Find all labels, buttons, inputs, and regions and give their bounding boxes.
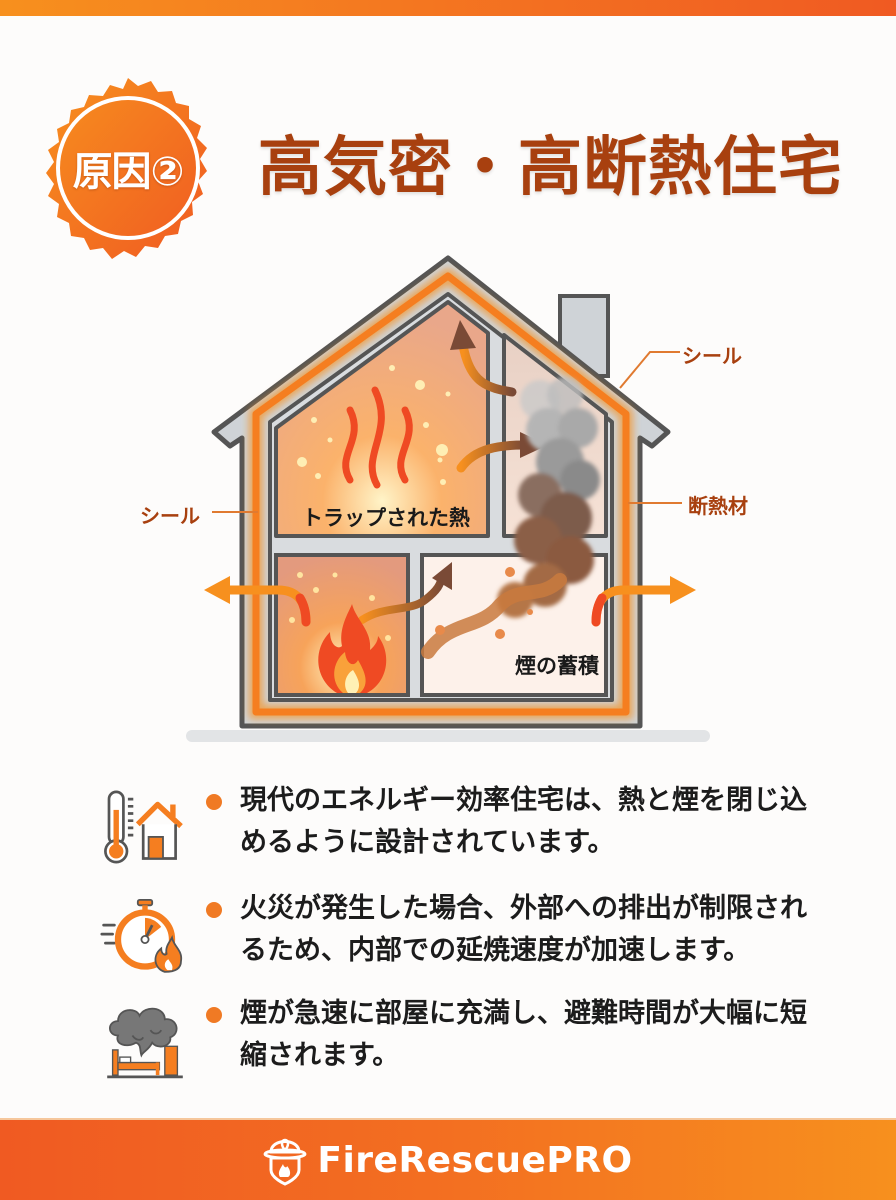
top-accent-bar — [0, 0, 896, 16]
scalloped-seal-icon — [46, 78, 207, 259]
footer-bar: FireRescuePRO — [0, 1118, 896, 1200]
smoke-bedroom-icon — [100, 995, 190, 1085]
smoke-accumulation-label: 煙の蓄積 — [515, 654, 599, 678]
badge-label: 原因② — [72, 149, 185, 195]
bullet-dot — [206, 1007, 222, 1023]
thermometer-house-icon — [100, 782, 190, 872]
house-diagram: シール シール 断熱材 トラップされた熱 煙の蓄積 — [0, 240, 896, 760]
cause-badge: 原因② — [28, 68, 228, 268]
seal-label-right: シール — [682, 344, 742, 368]
bullet-dot — [206, 902, 222, 918]
trapped-heat-label: トラップされた熱 — [302, 506, 470, 530]
page-title: 高気密・高断熱住宅 — [258, 131, 843, 205]
house-cross-section-icon — [186, 255, 710, 742]
bullet-text: 煙が急速に部屋に充満し、避難時間が大幅に短縮されます。 — [240, 998, 807, 1071]
firefighter-helmet-icon — [263, 1130, 307, 1190]
stopwatch-fire-icon — [100, 890, 190, 980]
brand-logo[interactable]: FireRescuePRO — [263, 1130, 632, 1190]
bullet-dot — [206, 794, 222, 810]
seal-label-left: シール — [140, 504, 200, 528]
brand-name: FireRescuePRO — [317, 1139, 633, 1181]
bullet-text: 火災が発生した場合、外部への排出が制限されるため、内部での延焼速度が加速します。 — [240, 893, 807, 966]
insulation-label: 断熱材 — [688, 494, 748, 518]
bullet-text: 現代のエネルギー効率住宅は、熱と煙を閉じ込めるように設計されています。 — [240, 785, 807, 858]
